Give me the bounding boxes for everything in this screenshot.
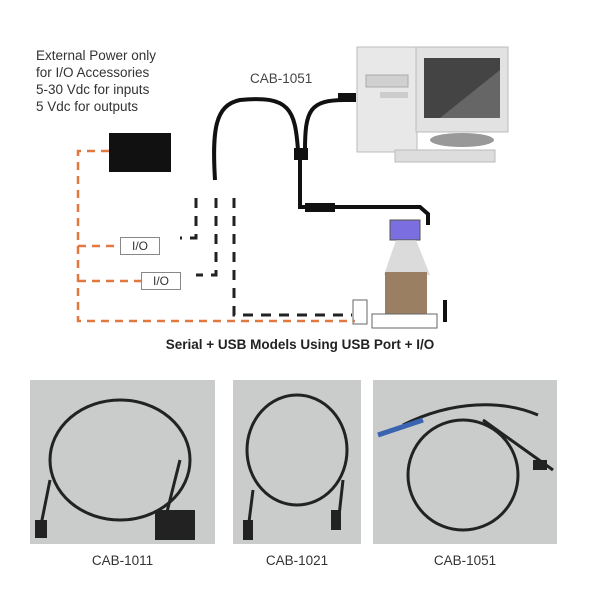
power-lines xyxy=(76,149,355,323)
photo-caption: CAB-1011 xyxy=(91,553,154,568)
io-box: I/O xyxy=(141,272,181,290)
power-supply-icon xyxy=(109,133,171,172)
computer-icon xyxy=(356,46,509,163)
scanner-icon xyxy=(389,219,421,241)
photo-caption: CAB-1051 xyxy=(433,553,497,568)
cable-photo xyxy=(233,380,361,544)
power-note: External Power only for I/O Accessories … xyxy=(36,48,157,114)
photo-caption: CAB-1021 xyxy=(265,553,329,568)
wiring-diagram xyxy=(76,46,509,329)
io-box: I/O xyxy=(120,237,160,255)
cable-photo xyxy=(373,380,557,544)
printer-icon xyxy=(385,272,427,314)
signal-lines xyxy=(180,198,352,317)
cable-label: CAB-1051 xyxy=(250,71,313,86)
diagram-title: Serial + USB Models Using USB Port + I/O xyxy=(165,337,435,352)
cable-photo xyxy=(30,380,215,544)
